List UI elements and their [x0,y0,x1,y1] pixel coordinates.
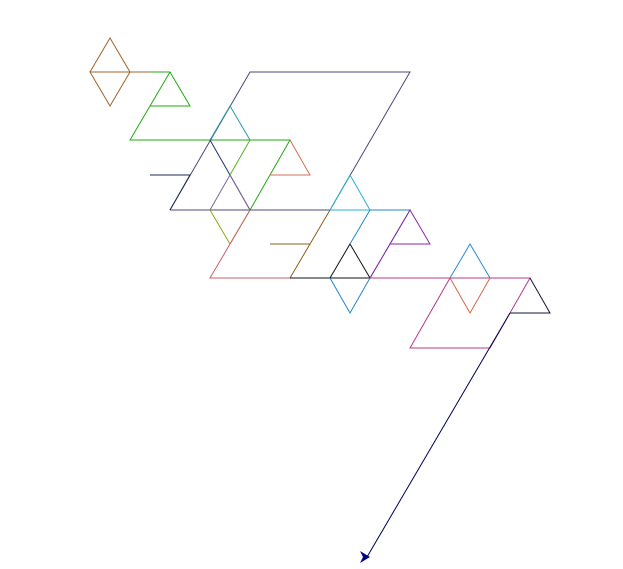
path-pink [209,209,290,279]
paths-layer [89,37,551,558]
path-lavender [209,173,251,211]
turtle-arrow-icon [360,551,370,563]
path-teal [209,105,251,141]
path-final [366,312,511,558]
path-cyan [329,173,371,211]
path-green [129,71,291,211]
path-purple [369,209,431,279]
path-blue-diamond [449,243,491,279]
path-brown-diamond [89,37,150,107]
path-midnight [510,277,551,314]
path-brown-triangle [270,209,331,279]
path-dark-navy [150,174,191,211]
path-lime-green [229,139,251,176]
path-orange [449,277,491,315]
path-salmon [270,139,311,176]
